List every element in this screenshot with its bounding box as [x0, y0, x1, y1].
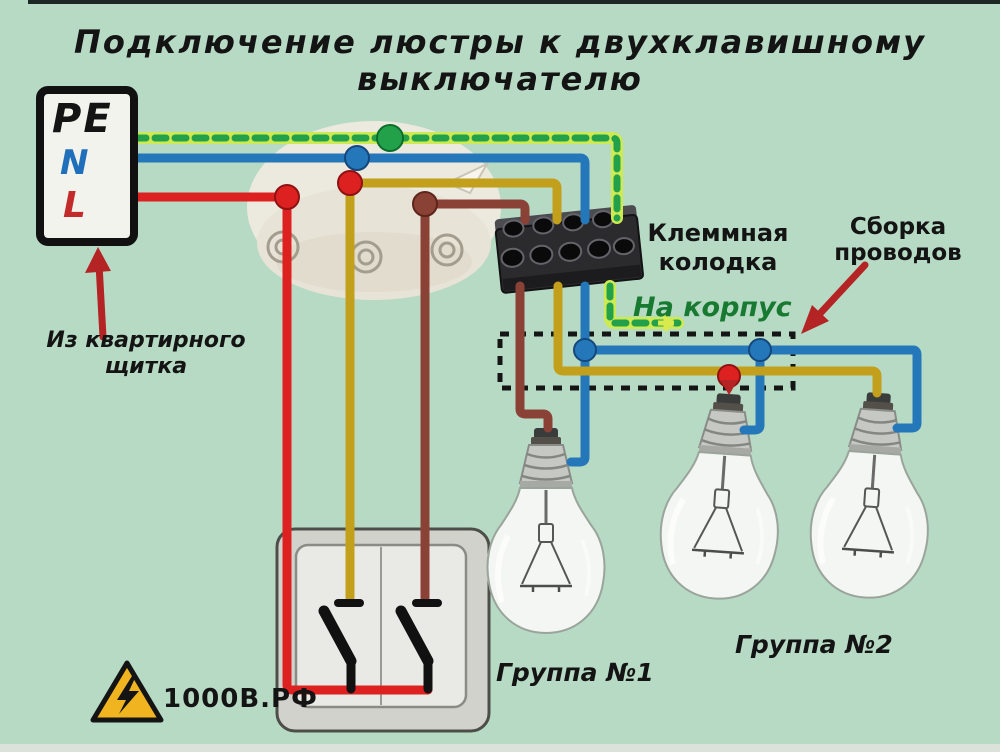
bulb-group2-a: [656, 390, 787, 603]
wire-assembly-label: Сборка проводов: [834, 214, 962, 266]
title-line1: Подключение люстры к двухклавишному: [74, 23, 926, 61]
panel-terminal-n: N: [60, 143, 89, 183]
top-edge-bar: [28, 0, 1000, 4]
title-line2: выключателю: [357, 60, 643, 98]
from-panel-arrow: [85, 247, 111, 341]
logo-text: 1000В.РФ: [163, 684, 318, 714]
high-voltage-icon: [90, 660, 164, 723]
wire-assembly-box: [497, 331, 796, 391]
assembly-arrow: [801, 261, 869, 334]
l-wire: [130, 192, 433, 695]
panel-terminal-l: L: [63, 185, 86, 226]
group1-label: Группа №1: [496, 658, 654, 687]
from-panel-label: Из квартирного щитка: [46, 328, 246, 379]
pe-wire: [129, 132, 684, 331]
wire-junction-dots: [274, 124, 772, 395]
lightning-bolt-icon: [117, 676, 139, 714]
switch-contacts: [318, 599, 442, 694]
panel-terminal-pe: PE: [52, 96, 113, 142]
bulb2-tap: [720, 380, 738, 395]
bottom-edge-bar: [0, 744, 1000, 752]
terminal-block-label: Клеммная колодка: [647, 219, 789, 276]
group2-label: Группа №2: [735, 630, 893, 659]
terminal-holes: [500, 210, 635, 268]
to-chassis-label: На корпус: [633, 292, 792, 323]
n-wire: [130, 153, 922, 467]
panel-terminal-box: [36, 86, 138, 246]
page-title: Подключение люстры к двухклавишному выкл…: [0, 24, 1000, 98]
chassis-connection-mark: [658, 315, 674, 331]
terminal-block: [494, 205, 644, 294]
